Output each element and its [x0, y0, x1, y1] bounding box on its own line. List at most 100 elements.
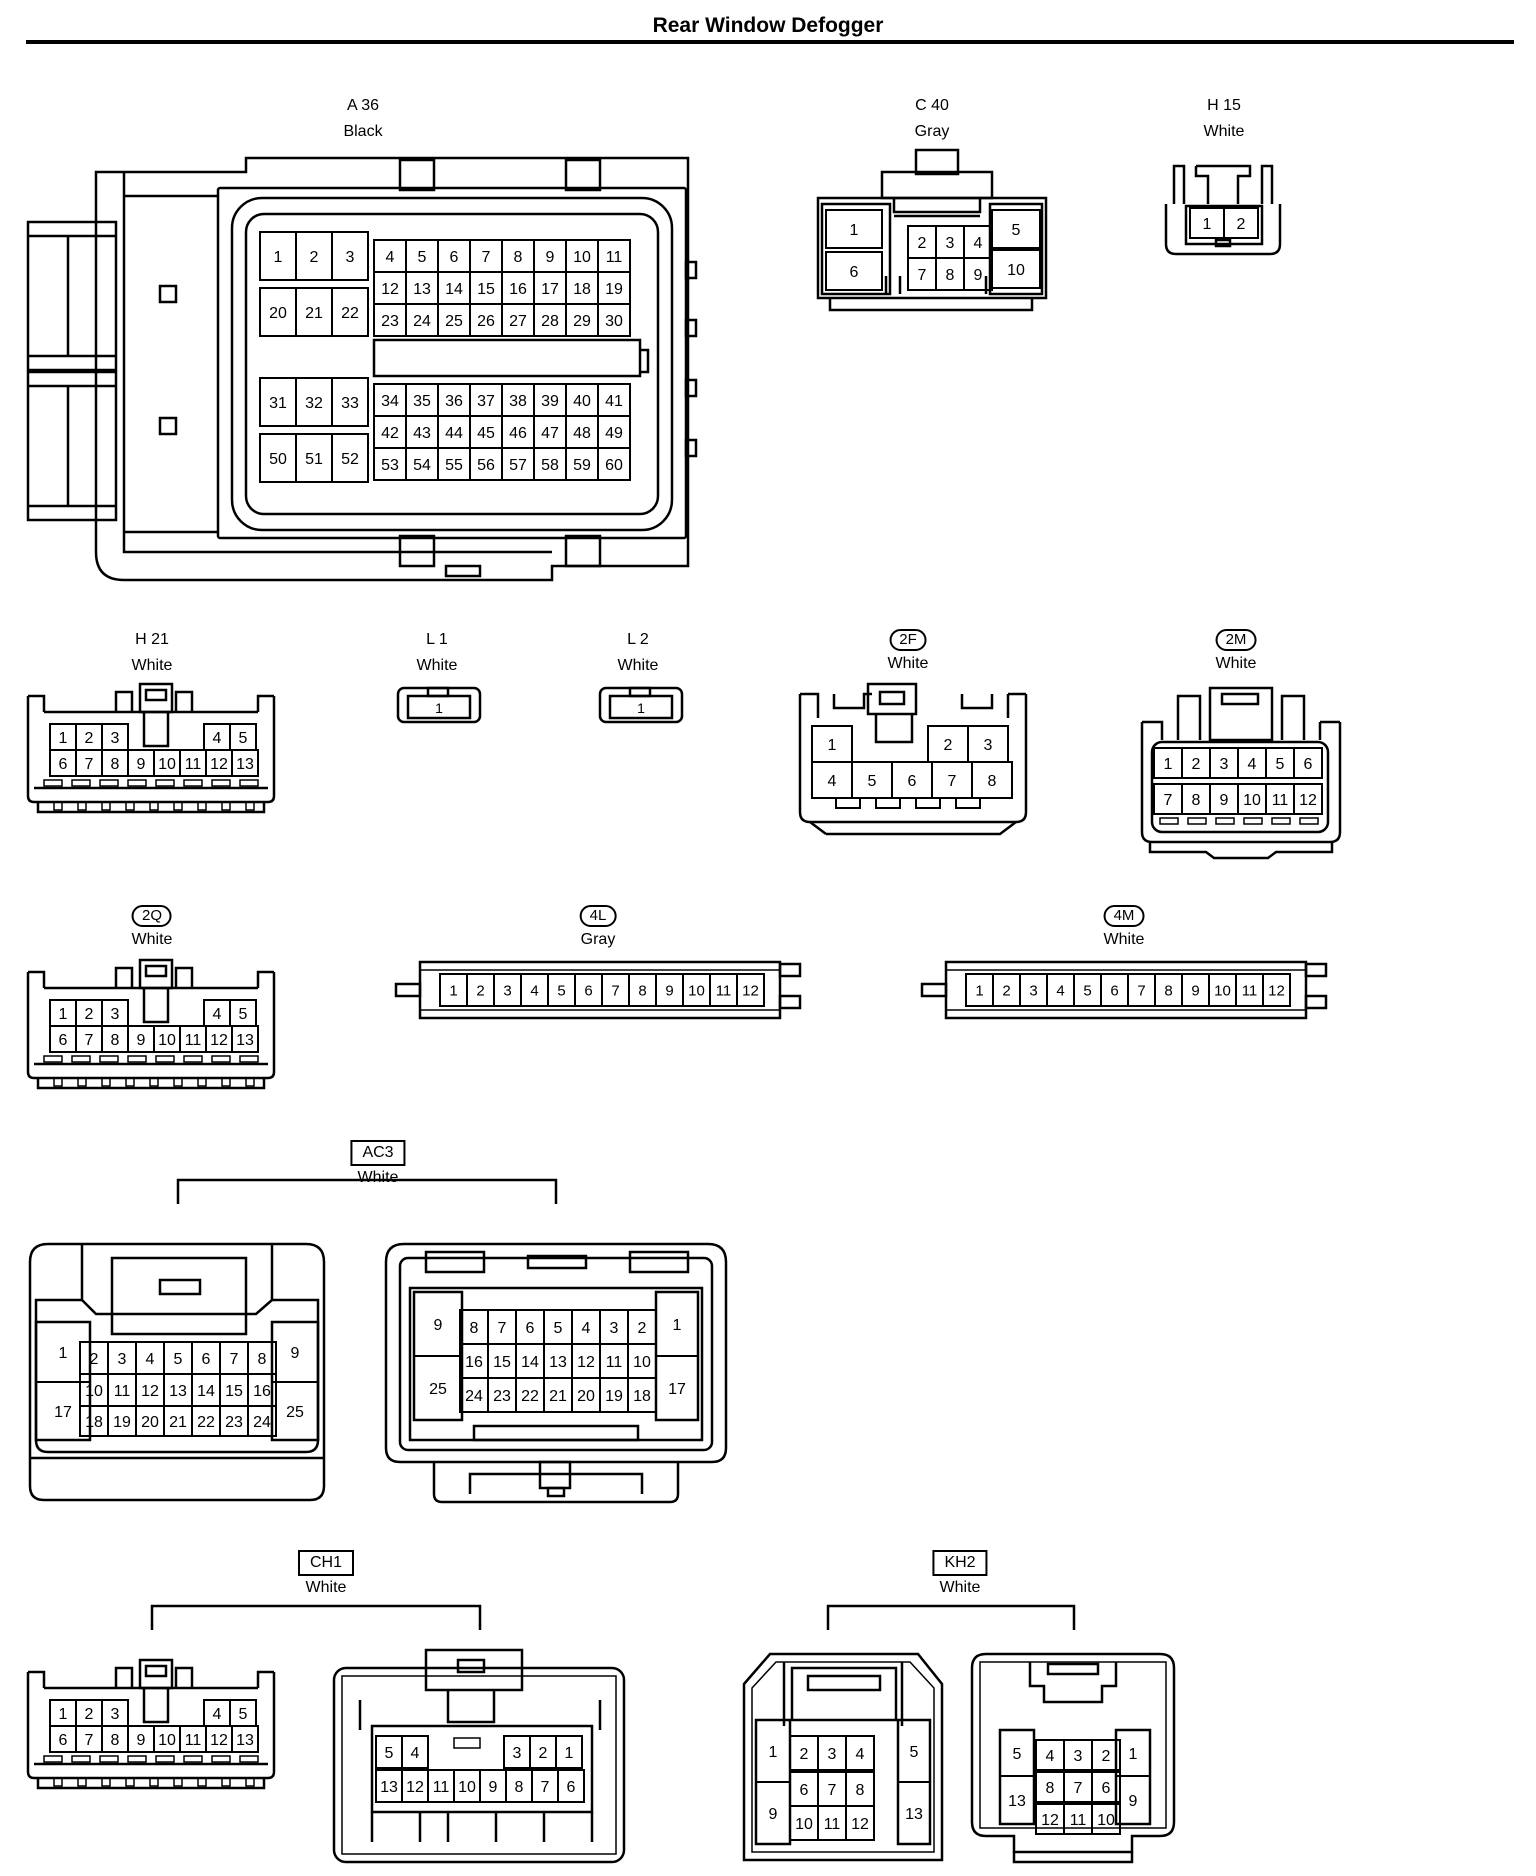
pin-number: 13	[1008, 1793, 1026, 1810]
pin-number: 4	[411, 1745, 420, 1762]
pin-number: 2	[944, 737, 953, 754]
connector-4m-body	[920, 960, 1328, 1020]
pin-number: 9	[1191, 982, 1199, 999]
pin-number: 13	[236, 1032, 254, 1049]
pin-number: 8	[470, 1320, 479, 1337]
pin-number: 3	[984, 737, 993, 754]
pin-number: 32	[305, 395, 323, 412]
pin-number: 37	[477, 393, 495, 410]
pin-number: 2	[918, 235, 927, 252]
pin-number: 4	[213, 1706, 222, 1723]
pin-number: 3	[503, 982, 511, 999]
pin-number: 8	[515, 1779, 524, 1796]
connector-code: A 36	[346, 97, 380, 114]
pin-number: 1	[59, 1345, 68, 1362]
pin-number: 1	[828, 737, 837, 754]
pin-number: 4	[974, 235, 983, 252]
connector-code: 2F	[889, 629, 927, 651]
pin-number: 7	[1164, 792, 1173, 809]
pin-number: 7	[828, 1782, 837, 1799]
pin-number: 44	[445, 425, 463, 442]
pin-number: 7	[918, 267, 927, 284]
pin-number: 11	[1272, 792, 1289, 809]
pin-cavity	[1293, 747, 1323, 779]
pin-number: 1	[435, 700, 443, 716]
pin-number: 11	[606, 1354, 623, 1371]
pin-number: 3	[346, 249, 355, 266]
pin-number: 34	[381, 393, 399, 410]
pin-number: 58	[541, 457, 559, 474]
pin-number: 5	[1276, 756, 1285, 773]
pin-number: 2	[539, 1745, 548, 1762]
pin-cavity	[655, 1355, 699, 1421]
pin-number: 12	[577, 1354, 595, 1371]
label-kh2: KH2 White	[932, 1550, 988, 1598]
pin-number: 10	[458, 1779, 476, 1796]
pin-cavity	[1223, 207, 1259, 239]
connector-color: White	[357, 1169, 399, 1186]
pin-number: 28	[541, 313, 559, 330]
pin-number: 5	[239, 1006, 248, 1023]
pin-number: 38	[509, 393, 527, 410]
pin-number: 18	[573, 281, 591, 298]
pin-number: 47	[541, 425, 559, 442]
label-a36: A 36 Black	[343, 96, 382, 142]
pin-number: 41	[605, 393, 623, 410]
label-2q: 2Q White	[132, 905, 172, 950]
pin-number: 6	[450, 249, 459, 266]
pin-cavity	[597, 303, 631, 337]
pin-number: 17	[541, 281, 559, 298]
pin-number: 21	[549, 1388, 567, 1405]
pin-number: 5	[174, 1351, 183, 1368]
pin-number: 12	[141, 1383, 159, 1400]
pin-number: 31	[269, 395, 287, 412]
pin-number: 1	[975, 982, 983, 999]
connector-code: C 40	[915, 97, 949, 114]
pin-number: 25	[429, 1381, 447, 1398]
pin-number: 43	[413, 425, 431, 442]
pin-number: 15	[477, 281, 495, 298]
connector-color: Black	[343, 123, 383, 140]
connector-code: 2M	[1215, 629, 1257, 651]
pin-number: 8	[1046, 1780, 1055, 1797]
pin-cavity	[736, 973, 765, 1007]
pin-number: 9	[1129, 1793, 1138, 1810]
pin-number: 10	[573, 249, 591, 266]
connector-ac3-left-body	[28, 1242, 326, 1502]
pin-number: 49	[605, 425, 623, 442]
pin-number: 12	[210, 1732, 228, 1749]
pin-number: 3	[111, 1706, 120, 1723]
pin-number: 23	[493, 1388, 511, 1405]
connector-ch1-bracket	[150, 1604, 482, 1630]
connector-code: H 15	[1207, 97, 1241, 114]
pin-cavity	[331, 287, 369, 337]
pin-number: 10	[158, 756, 176, 773]
pin-number: 56	[477, 457, 495, 474]
pin-number: 7	[1137, 982, 1145, 999]
pin-number: 35	[413, 393, 431, 410]
pin-number: 8	[1192, 792, 1201, 809]
pin-number: 30	[605, 313, 623, 330]
pin-number: 2	[1102, 1748, 1111, 1765]
label-4l: 4L Gray	[579, 905, 617, 950]
pin-cavity	[271, 1381, 319, 1441]
pin-number: 9	[291, 1345, 300, 1362]
pin-number: 12	[406, 1779, 424, 1796]
label-h21: H 21 White	[132, 630, 173, 676]
pin-number: 26	[477, 313, 495, 330]
pin-number: 15	[225, 1383, 243, 1400]
pin-number: 29	[573, 313, 591, 330]
pin-number: 9	[137, 1732, 146, 1749]
pin-number: 18	[85, 1414, 103, 1431]
pin-number: 19	[605, 1388, 623, 1405]
pin-number: 5	[868, 773, 877, 790]
pin-number: 6	[59, 1032, 68, 1049]
pin-number: 5	[239, 1706, 248, 1723]
pin-number: 9	[137, 756, 146, 773]
pin-number: 8	[946, 267, 955, 284]
